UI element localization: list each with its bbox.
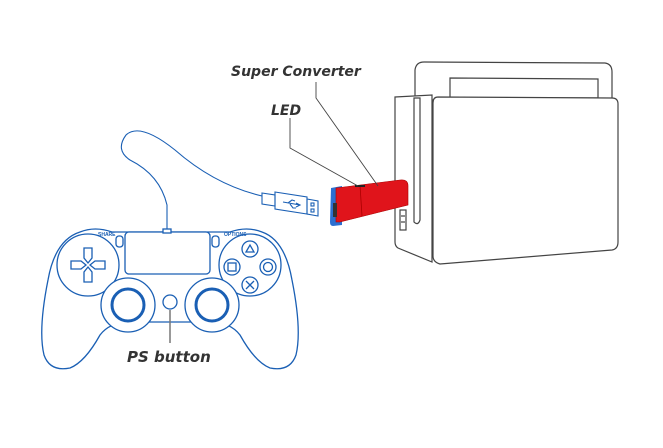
share-label: SHARE [98, 232, 116, 238]
ps-button-label: PS button [127, 348, 211, 366]
share-button [115, 235, 124, 248]
circle-button-icon [262, 261, 274, 273]
dpad-area [56, 233, 120, 297]
usb-symbol-icon [282, 199, 302, 209]
cross-button-icon [245, 280, 255, 290]
super-converter-dongle [330, 179, 409, 226]
led-label: LED [271, 103, 301, 119]
touchpad [124, 231, 211, 275]
dock-side-slot [413, 97, 421, 225]
options-label: OPTIONS [224, 232, 247, 238]
leader-lines [169, 82, 379, 343]
usb-cable [120, 130, 319, 232]
dock-front-panel [432, 96, 619, 265]
super-converter-label: Super Converter [231, 64, 362, 80]
dpad-icon [70, 247, 106, 283]
options-button [211, 235, 220, 248]
converter-body [335, 179, 409, 223]
led-leader [289, 118, 359, 187]
face-buttons-area [218, 233, 282, 297]
led-indicator [355, 185, 365, 187]
usb-plug [261, 192, 276, 207]
dock-usb-port [399, 209, 407, 231]
switch-dock [394, 61, 619, 265]
cable [120, 130, 263, 232]
square-button-icon [227, 262, 237, 272]
right-stick [194, 287, 230, 323]
triangle-button-icon [244, 243, 256, 253]
ps4-controller [41, 228, 299, 370]
ps-button [162, 294, 178, 310]
switch-screen [449, 77, 599, 99]
left-stick [110, 287, 146, 323]
converter-leader [315, 82, 379, 187]
